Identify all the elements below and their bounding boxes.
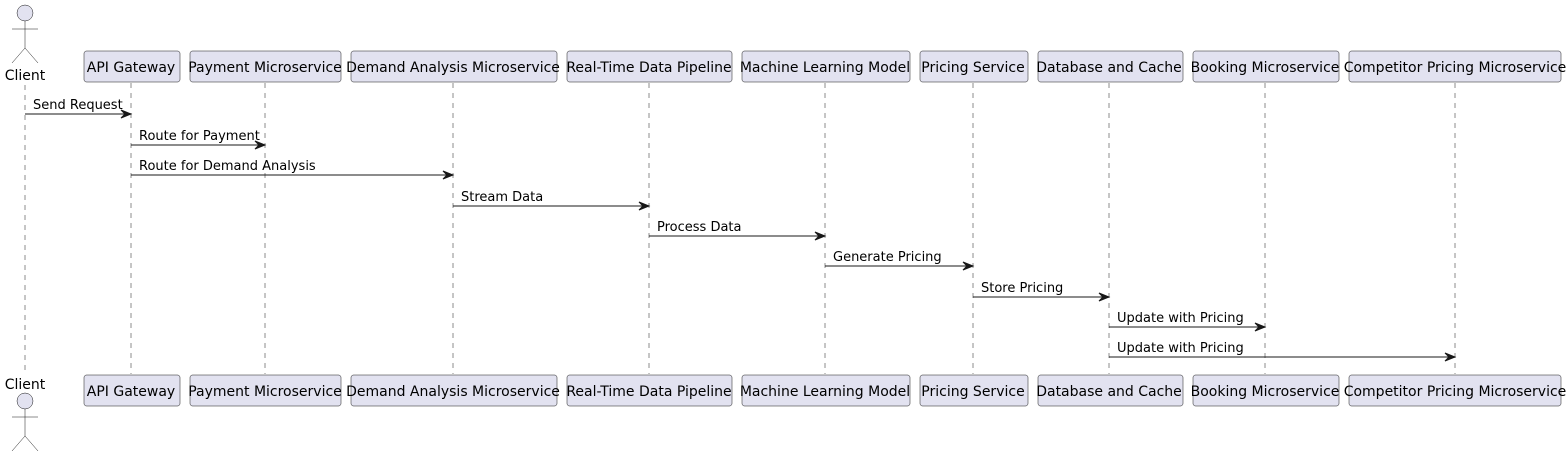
participant-box — [1192, 50, 1340, 83]
participant-comp-top: Competitor Pricing Microservice — [1344, 50, 1566, 83]
participant-label: Machine Learning Model — [740, 384, 910, 400]
arrowhead-icon — [1098, 292, 1111, 302]
message-1: Send Request — [25, 98, 133, 119]
participant-label: Competitor Pricing Microservice — [1344, 384, 1566, 400]
participant-label: Real-Time Data Pipeline — [566, 60, 731, 76]
participant-book-bottom: Booking Microservice — [1191, 374, 1340, 407]
participant-ml-bottom: Machine Learning Model — [740, 374, 911, 407]
participant-rtp-bottom: Real-Time Data Pipeline — [566, 374, 733, 407]
participant-label: Booking Microservice — [1191, 60, 1340, 76]
participant-book-top: Booking Microservice — [1191, 50, 1340, 83]
participant-box — [1348, 50, 1562, 83]
message-5: Process Data — [649, 220, 827, 241]
message-4: Stream Data — [453, 190, 651, 211]
participant-box — [83, 50, 181, 83]
participant-box — [189, 50, 342, 83]
participant-label: Payment Microservice — [188, 60, 342, 76]
participant-label: Competitor Pricing Microservice — [1344, 60, 1566, 76]
participant-label: Payment Microservice — [188, 384, 342, 400]
message-label: Generate Pricing — [833, 250, 942, 265]
participant-box — [83, 374, 181, 407]
message-label: Process Data — [657, 220, 742, 235]
participant-label: Pricing Service — [921, 384, 1024, 400]
participant-label: Demand Analysis Microservice — [346, 384, 560, 400]
arrowhead-icon — [442, 170, 455, 180]
participant-box — [1037, 50, 1184, 83]
participant-ml-top: Machine Learning Model — [740, 50, 911, 83]
message-7: Store Pricing — [973, 281, 1111, 302]
arrowhead-icon — [638, 201, 651, 211]
participant-box — [1348, 374, 1562, 407]
participant-box — [350, 50, 558, 83]
participant-box — [350, 374, 558, 407]
message-label: Stream Data — [461, 190, 543, 205]
participant-box — [741, 374, 911, 407]
participant-ps-top: Pricing Service — [919, 50, 1029, 83]
actor-label: Client — [5, 68, 46, 84]
message-6: Generate Pricing — [825, 250, 975, 271]
message-3: Route for Demand Analysis — [131, 159, 455, 180]
participant-box — [1192, 374, 1340, 407]
participant-dem-top: Demand Analysis Microservice — [346, 50, 560, 83]
participant-box — [919, 50, 1029, 83]
participant-gw-bottom: API Gateway — [83, 374, 181, 407]
message-label: Route for Payment — [139, 129, 260, 144]
participant-gw-top: API Gateway — [83, 50, 181, 83]
stick-figure-icon — [11, 392, 39, 452]
message-9: Update with Pricing — [1109, 341, 1457, 362]
actor-client-bottom: Client — [5, 377, 46, 452]
participant-box — [566, 374, 733, 407]
participant-comp-bottom: Competitor Pricing Microservice — [1344, 374, 1566, 407]
message-label: Store Pricing — [981, 281, 1063, 296]
arrowhead-icon — [254, 140, 267, 150]
participant-box — [189, 374, 342, 407]
arrowhead-icon — [814, 231, 827, 241]
message-label: Route for Demand Analysis — [139, 159, 316, 174]
participant-label: Database and Cache — [1036, 60, 1182, 76]
arrowhead-icon — [1254, 322, 1267, 332]
participant-box — [741, 50, 911, 83]
stick-figure-icon — [11, 4, 39, 64]
participant-dem-bottom: Demand Analysis Microservice — [346, 374, 560, 407]
participant-db-bottom: Database and Cache — [1036, 374, 1184, 407]
message-label: Update with Pricing — [1117, 341, 1244, 356]
actor-label: Client — [5, 377, 46, 393]
participant-ps-bottom: Pricing Service — [919, 374, 1029, 407]
participant-box — [919, 374, 1029, 407]
participant-label: Demand Analysis Microservice — [346, 60, 560, 76]
message-8: Update with Pricing — [1109, 311, 1267, 332]
participant-pay-bottom: Payment Microservice — [188, 374, 342, 407]
actor-client-top: Client — [5, 4, 46, 84]
participant-label: Database and Cache — [1036, 384, 1182, 400]
arrowhead-icon — [120, 109, 133, 119]
participant-label: Booking Microservice — [1191, 384, 1340, 400]
participant-box — [566, 50, 733, 83]
participant-label: API Gateway — [87, 384, 175, 400]
participant-label: Pricing Service — [921, 60, 1024, 76]
arrowhead-icon — [1444, 352, 1457, 362]
participant-label: API Gateway — [87, 60, 175, 76]
arrowhead-icon — [962, 261, 975, 271]
message-label: Update with Pricing — [1117, 311, 1244, 326]
participant-db-top: Database and Cache — [1036, 50, 1184, 83]
participant-rtp-top: Real-Time Data Pipeline — [566, 50, 733, 83]
participant-label: Real-Time Data Pipeline — [566, 384, 731, 400]
message-2: Route for Payment — [131, 129, 267, 150]
participant-pay-top: Payment Microservice — [188, 50, 342, 83]
message-label: Send Request — [33, 98, 123, 113]
lifelines — [24, 83, 1456, 374]
participant-label: Machine Learning Model — [740, 60, 910, 76]
participant-box — [1037, 374, 1184, 407]
